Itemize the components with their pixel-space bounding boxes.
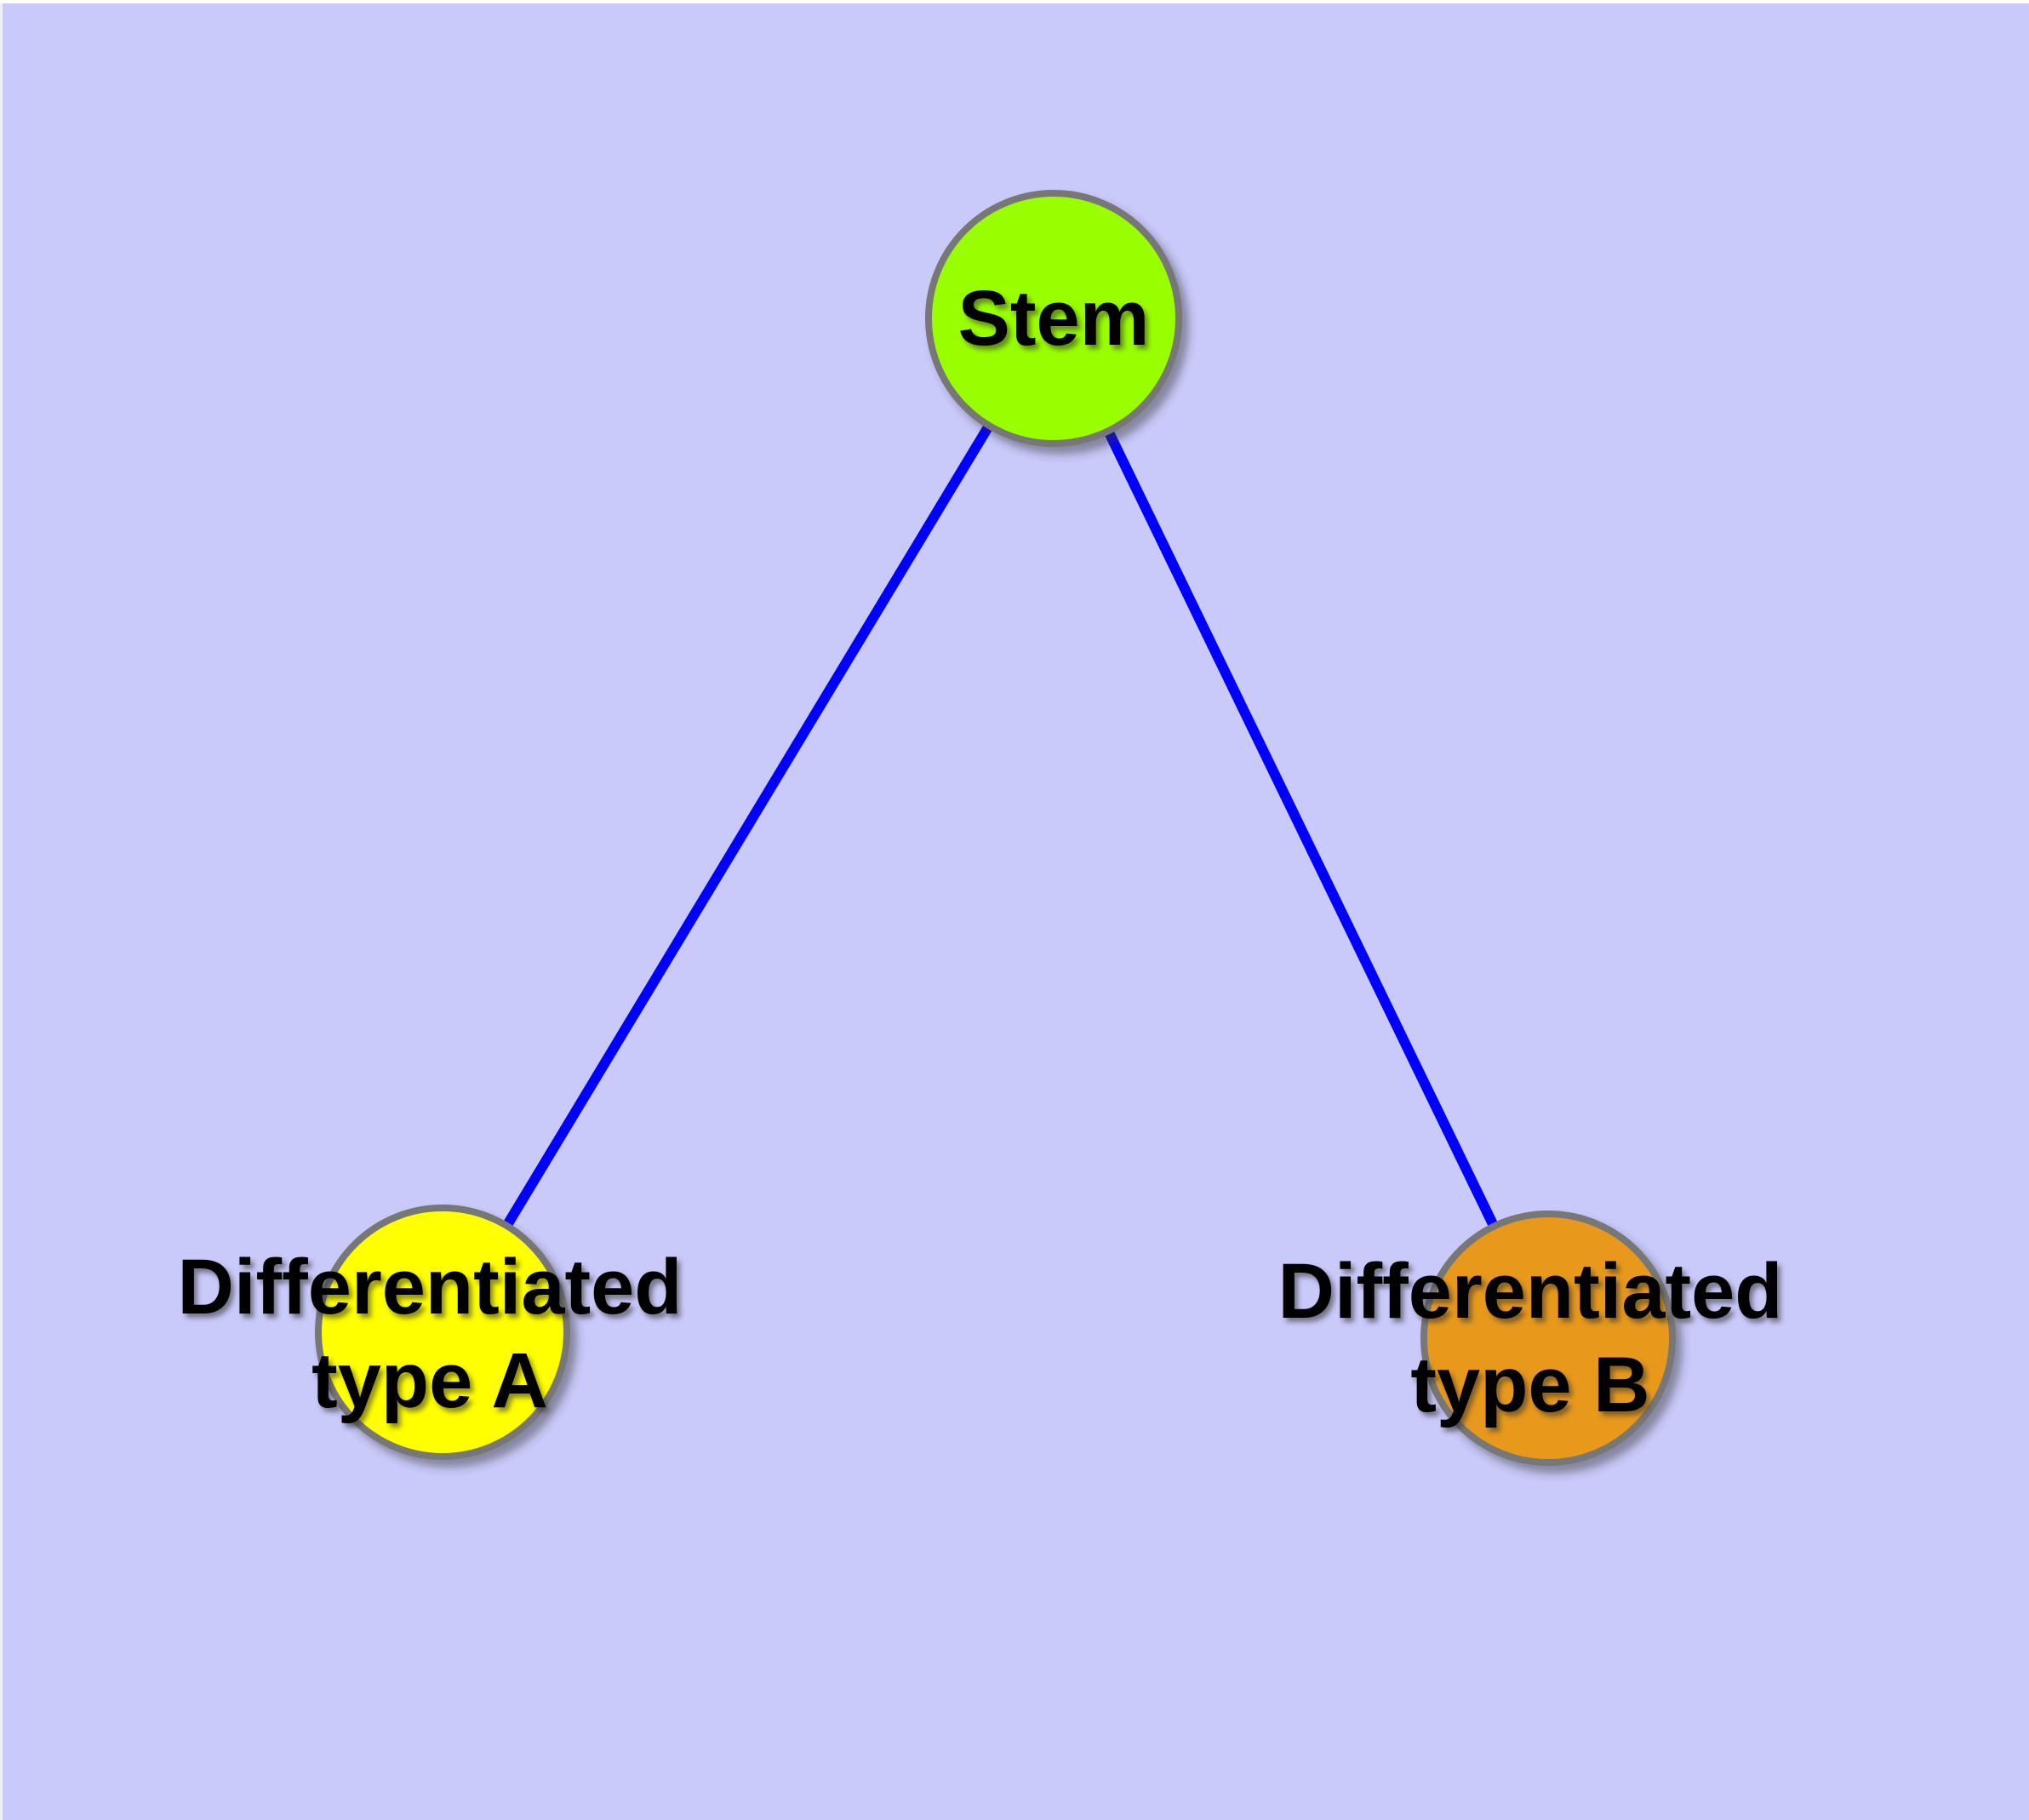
node-type-a-label: Differentiated type A — [178, 1240, 683, 1428]
edge-stem-to-type-b — [1049, 316, 1553, 1341]
node-type-b-label: Differentiated type B — [1278, 1245, 1783, 1432]
node-type-a-label-line1: Differentiated — [177, 1244, 683, 1331]
canvas-edge-highlight-left — [0, 0, 3, 1820]
edge-stem-to-type-a — [437, 315, 1059, 1336]
node-stem-label-line: Stem — [957, 275, 1150, 362]
node-type-a-label-line2: type A — [311, 1337, 548, 1424]
node-type-b-label-line1: Differentiated — [1277, 1248, 1783, 1335]
canvas-edge-highlight-top — [0, 0, 2029, 3]
node-stem-circle — [925, 190, 1182, 447]
node-type-b-circle — [1420, 1210, 1676, 1466]
node-type-a-circle — [315, 1205, 570, 1460]
node-stem-label: Stem — [958, 272, 1150, 365]
node-type-b-label-line2: type B — [1410, 1342, 1650, 1428]
